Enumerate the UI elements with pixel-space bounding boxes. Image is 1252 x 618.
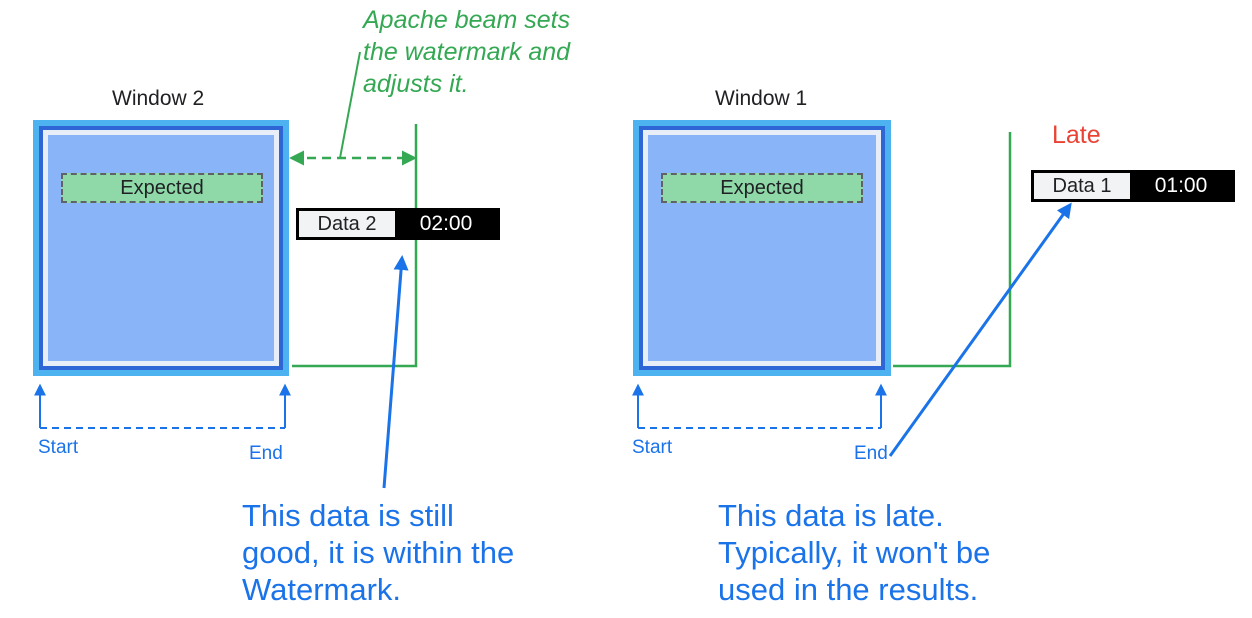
left-data-box: Data 2 02:00: [296, 208, 500, 240]
right-caption: This data is late. Typically, it won't b…: [718, 497, 990, 608]
right-caption-line-3: used in the results.: [718, 572, 979, 607]
left-caption: This data is still good, it is within th…: [242, 497, 514, 608]
apache-watermark-note: Apache beam sets the watermark and adjus…: [363, 4, 570, 100]
late-label: Late: [1052, 121, 1101, 149]
right-data-label: Data 1: [1034, 173, 1130, 199]
left-window: Expected: [33, 120, 289, 376]
right-window-inner-border: Expected: [639, 126, 885, 370]
left-caption-line-2: good, it is within the: [242, 535, 515, 570]
right-late-pointer: [888, 202, 1072, 457]
right-window-frame: Expected: [643, 130, 881, 366]
right-caption-line-2: Typically, it won't be: [718, 535, 991, 570]
left-window-inner-border: Expected: [39, 126, 283, 370]
right-end-label: End: [854, 443, 888, 464]
left-watermark-line: [292, 124, 418, 368]
left-expected-box: Expected: [61, 173, 263, 203]
left-caption-line-3: Watermark.: [242, 572, 402, 607]
left-window-title: Window 2: [112, 87, 205, 110]
left-caption-line-1: This data is still: [242, 498, 454, 533]
left-window-frame: Expected: [43, 130, 279, 366]
right-expected-box: Expected: [661, 173, 863, 203]
right-window-body: Expected: [648, 135, 876, 361]
apache-note-line-2: the watermark and: [363, 38, 571, 66]
left-end-label: End: [249, 443, 283, 464]
right-watermark-line: [893, 132, 1012, 368]
apache-note-pointer: [339, 51, 361, 159]
left-data-time: 02:00: [395, 211, 497, 237]
apache-note-line-3: adjusts it.: [363, 70, 469, 98]
left-caption-pointer: [382, 255, 409, 489]
right-start-label: Start: [632, 437, 673, 458]
apache-note-line-1: Apache beam sets: [363, 6, 571, 34]
right-window: Expected: [633, 120, 891, 376]
right-window-title: Window 1: [715, 87, 808, 110]
right-caption-line-1: This data is late.: [718, 498, 944, 533]
right-data-box: Data 1 01:00: [1031, 170, 1235, 202]
left-start-label: Start: [38, 437, 79, 458]
right-data-time: 01:00: [1130, 173, 1232, 199]
left-data-label: Data 2: [299, 211, 395, 237]
left-window-body: Expected: [48, 135, 274, 361]
